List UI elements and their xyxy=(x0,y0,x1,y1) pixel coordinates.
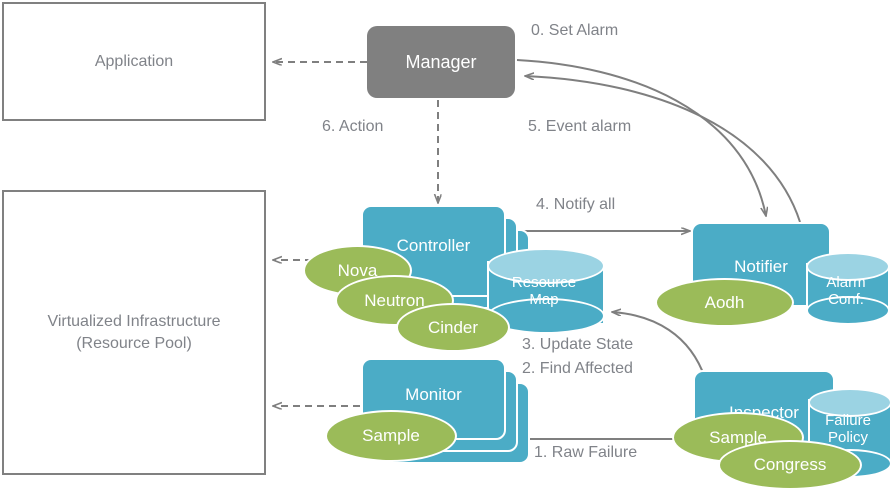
cylinder-top xyxy=(808,388,892,417)
edge-update-state-find-affected xyxy=(612,312,706,379)
resource-map-line2: Map xyxy=(529,291,559,309)
infrastructure-label-line2: (Resource Pool) xyxy=(76,334,192,352)
alarm-conf-text: Alarm Conf. xyxy=(806,274,886,309)
edge-label-action: 6. Action xyxy=(322,118,384,135)
plugin-neutron[interactable]: Neutron xyxy=(335,275,454,326)
application-box: Application xyxy=(2,2,266,121)
resource-map-line1: Resource xyxy=(511,274,577,291)
failure-policy-text: Failure Policy xyxy=(808,412,888,447)
application-label: Application xyxy=(94,52,174,70)
manager-box[interactable]: Manager xyxy=(367,26,515,98)
failure-policy-line1: Failure xyxy=(825,412,871,429)
plugin-inspector-sample-label: Sample xyxy=(709,427,767,447)
plugin-monitor-sample[interactable]: Sample xyxy=(325,410,457,462)
alarm-conf-line1: Alarm xyxy=(826,274,866,291)
virtualized-infrastructure-box: Virtualized Infrastructure (Resource Poo… xyxy=(2,190,266,475)
plugin-congress[interactable]: Congress xyxy=(718,440,862,489)
monitor-label: Monitor xyxy=(405,385,462,404)
alarm-conf-line2: Conf. xyxy=(828,291,864,309)
plugin-nova-label: Nova xyxy=(337,260,378,280)
plugin-congress-label: Congress xyxy=(753,455,827,474)
notifier-label: Notifier xyxy=(734,257,788,276)
edge-label-update-state: 3. Update State xyxy=(522,336,634,353)
resource-map-cylinder[interactable]: Resource Map xyxy=(487,248,605,336)
cylinder-top xyxy=(487,248,605,284)
plugin-cinder-label: Cinder xyxy=(427,317,479,337)
failure-policy-line2: Policy xyxy=(827,429,868,447)
edge-label-notify-all: 4. Notify all xyxy=(536,196,616,213)
edge-label-raw-failure: 1. Raw Failure xyxy=(534,444,638,461)
edge-label-set-alarm: 0. Set Alarm xyxy=(531,22,619,39)
edge-event-alarm xyxy=(525,76,801,223)
cylinder-bottom xyxy=(806,296,890,325)
resource-map-text: Resource Map xyxy=(487,274,601,309)
manager-label: Manager xyxy=(405,51,477,72)
edge-set-alarm xyxy=(516,59,766,216)
plugin-aodh[interactable]: Aodh xyxy=(655,278,794,327)
plugin-aodh-label: Aodh xyxy=(704,292,745,312)
plugin-monitor-sample-label: Sample xyxy=(362,426,420,445)
plugin-cinder[interactable]: Cinder xyxy=(396,303,510,352)
alarm-conf-cylinder[interactable]: Alarm Conf. xyxy=(806,252,890,327)
infrastructure-label-line1: Virtualized Infrastructure xyxy=(47,312,221,330)
edge-label-event-alarm: 5. Event alarm xyxy=(528,118,632,135)
edge-label-find-affected: 2. Find Affected xyxy=(522,360,633,377)
plugin-neutron-label: Neutron xyxy=(364,290,425,310)
cylinder-top xyxy=(806,252,890,281)
controller-label: Controller xyxy=(396,236,471,255)
